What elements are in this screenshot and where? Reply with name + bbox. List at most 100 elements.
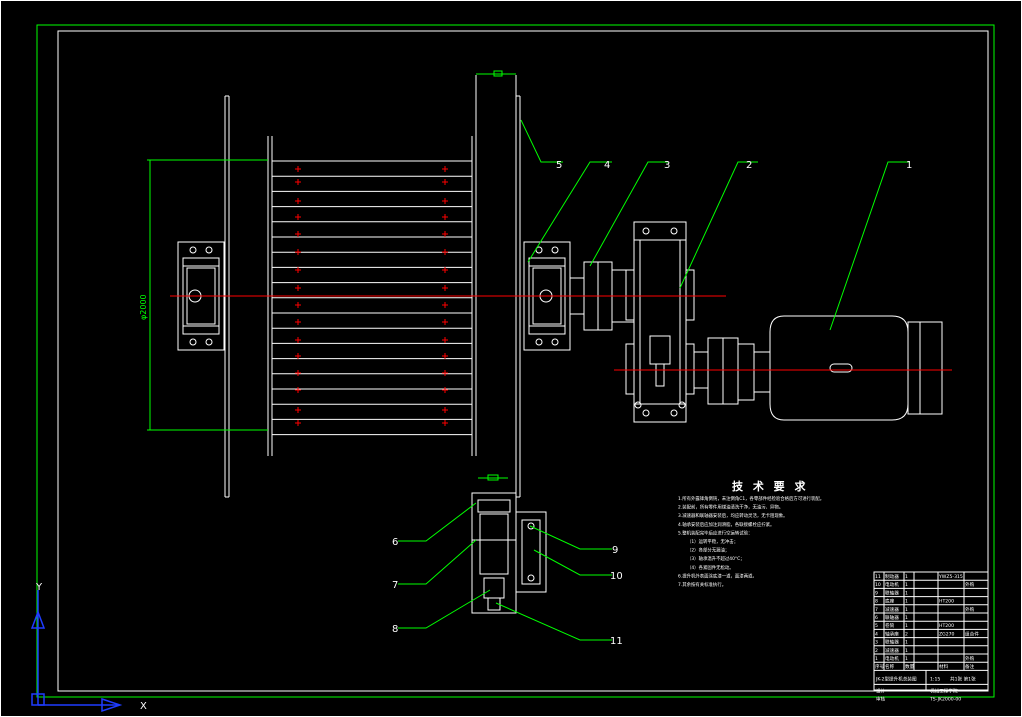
groove-center-mark xyxy=(295,337,301,343)
title-block-header: 序号 xyxy=(875,663,885,670)
ucs-x-label: X xyxy=(140,701,147,712)
part-number-4: 4 xyxy=(604,160,610,171)
title-block-cell: HT200 xyxy=(939,599,954,605)
title-block-cell: 联轴器 xyxy=(885,589,899,596)
groove-center-mark xyxy=(442,319,448,325)
title-block-header: 名称 xyxy=(885,663,895,670)
ucs-icon: Y X xyxy=(30,582,147,713)
brake-assembly xyxy=(471,474,547,614)
title-block-cell: 联轴器 xyxy=(885,639,899,646)
part-number-11: 11 xyxy=(610,636,623,647)
title-block-header: 备注 xyxy=(965,663,975,670)
groove-center-mark xyxy=(442,387,448,393)
tech-note: 3.减速器和联轴器安装后，均应转动灵活，无卡阻现象。 xyxy=(678,512,788,519)
title-block-cell: 1 xyxy=(905,582,908,588)
title-block-cell: 1 xyxy=(905,590,908,596)
scale-value: 1:15 xyxy=(930,676,940,682)
diameter-label: φ2000 xyxy=(139,294,148,320)
leader-lines xyxy=(398,119,910,641)
groove-center-mark xyxy=(442,370,448,376)
school-name: 机械工程学院 xyxy=(930,687,958,694)
part-number-8: 8 xyxy=(392,624,398,635)
title-block-cell: 组合件 xyxy=(965,630,979,637)
tech-note: 1.所有外露锋角倒钝，未注倒角C1，各零部件经检验合格后方可进行装配。 xyxy=(678,495,824,502)
title-block-header: 材料 xyxy=(939,663,949,670)
title-block-cell: 1 xyxy=(905,599,908,605)
title-block-cell: 2 xyxy=(905,631,908,637)
tech-note: 5.整机装配完毕后应进行空运转试验： xyxy=(678,529,752,536)
title-block-cell: 1 xyxy=(905,574,908,580)
groove-center-mark xyxy=(442,337,448,343)
title-block-cell: 6 xyxy=(875,615,878,621)
title-block-cell: 1 xyxy=(905,607,908,613)
groove-center-mark xyxy=(442,285,448,291)
groove-center-mark xyxy=(442,353,448,359)
groove-center-mark xyxy=(295,179,301,185)
title-block-header: 数量 xyxy=(905,663,915,670)
part-number-5: 5 xyxy=(556,160,562,171)
title-block-cell: 5 xyxy=(875,623,878,629)
drawing-title: JK-2型提升机总装图 xyxy=(875,675,917,682)
title-block-cell: 轴承座 xyxy=(885,630,899,637)
groove-center-mark xyxy=(442,302,448,308)
groove-center-mark xyxy=(295,249,301,255)
tech-note: 6.提升机外表面涂底漆一道，面漆两道。 xyxy=(678,572,757,579)
title-block-cell: 外购 xyxy=(965,606,975,613)
inner-border xyxy=(57,30,989,692)
title-block-cell: 1 xyxy=(905,615,908,621)
title-block-cell: 1 xyxy=(875,656,878,662)
groove-center-mark xyxy=(295,267,301,273)
groove-center-mark xyxy=(442,214,448,220)
groove-center-mark xyxy=(295,370,301,376)
title-block-cell: 减速器 xyxy=(885,606,899,613)
part-number-6: 6 xyxy=(392,537,398,548)
groove-center-mark xyxy=(295,231,301,237)
title-block-cell: 1 xyxy=(905,648,908,654)
title-block-cell: 电动机 xyxy=(885,581,899,588)
title-block-cell: 制动器 xyxy=(885,573,899,580)
title-block-cell: 11 xyxy=(875,574,881,580)
checker-label: 审核 xyxy=(876,695,886,702)
title-block-cell: HT200 xyxy=(939,623,954,629)
groove-center-mark xyxy=(295,214,301,220)
tech-note: 7.其余按有关标准执行。 xyxy=(678,581,726,588)
tech-note: （2）各部分无漏油； xyxy=(687,547,729,554)
part-number-9: 9 xyxy=(612,545,618,556)
drum-assembly xyxy=(224,75,521,498)
title-block-cell: 10 xyxy=(875,582,881,588)
title-block-cell: 2 xyxy=(875,648,878,654)
groove-center-mark xyxy=(442,166,448,172)
title-block-cell: 减速器 xyxy=(885,647,899,654)
title-block-cell: YWZ5-315 xyxy=(938,574,963,580)
groove-center-mark xyxy=(442,231,448,237)
groove-center-mark xyxy=(295,198,301,204)
tech-note: （3）轴承温升不超过40°C； xyxy=(687,555,745,562)
groove-center-mark xyxy=(295,387,301,393)
title-block-cell: 1 xyxy=(905,656,908,662)
title-block-cell: 1 xyxy=(905,623,908,629)
groove-center-mark xyxy=(442,179,448,185)
groove-center-mark xyxy=(442,249,448,255)
tech-note: 2.装配前，所有零件用煤油清洗干净，无油污、异物。 xyxy=(678,504,783,511)
title-block-cell: 底座 xyxy=(885,598,895,605)
groove-center-mark xyxy=(295,302,301,308)
part-number-10: 10 xyxy=(610,571,623,582)
groove-center-mark xyxy=(295,420,301,426)
groove-center-mark xyxy=(295,407,301,413)
part-number-2: 2 xyxy=(746,160,752,171)
diameter-dimension: φ2000 xyxy=(139,159,268,431)
title-block-cell: 外购 xyxy=(965,655,975,662)
motor-1 xyxy=(769,315,943,421)
tech-note: 4.轴承安装后应加注润滑脂，各联接螺栓应拧紧。 xyxy=(678,521,774,528)
groove-center-mark xyxy=(442,267,448,273)
title-block-cell: 9 xyxy=(875,590,878,596)
title-block-cell: ZG270 xyxy=(939,631,955,637)
tech-note: （4）各紧固件无松动。 xyxy=(687,564,734,571)
groove-center-mark xyxy=(295,319,301,325)
title-block-cell: 7 xyxy=(875,607,878,613)
tech-requirements-title: 技 术 要 求 xyxy=(732,479,809,493)
reducer-2 xyxy=(625,221,695,423)
groove-center-mark xyxy=(295,285,301,291)
